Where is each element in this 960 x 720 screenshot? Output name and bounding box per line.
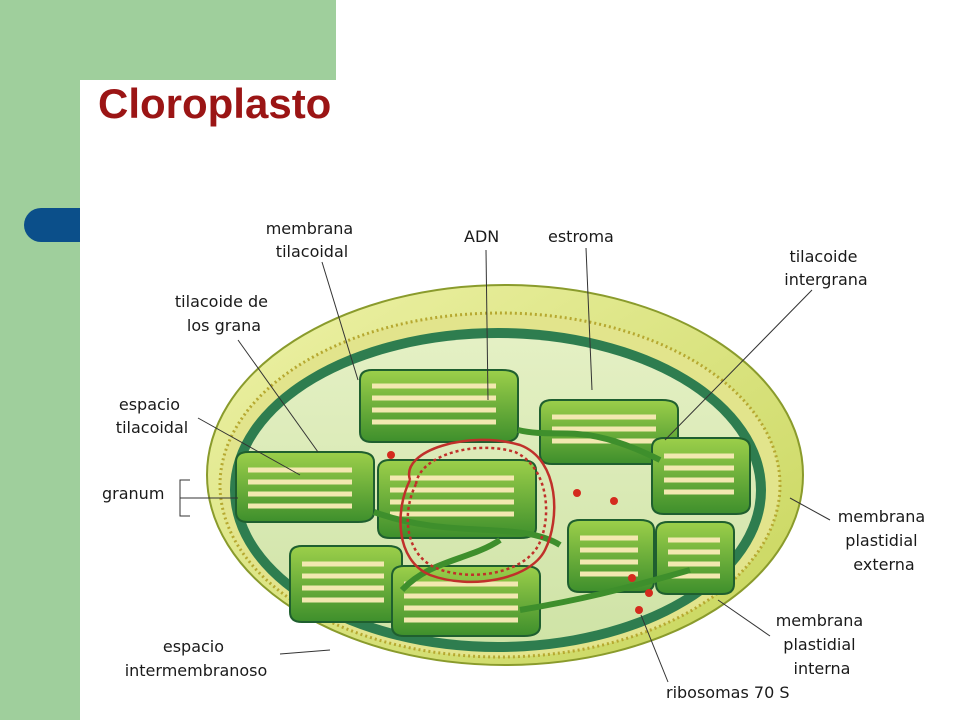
ribosomes (387, 451, 653, 614)
granum-stack (567, 519, 655, 593)
label-adn: ADN (464, 227, 499, 246)
label-estroma: estroma (548, 227, 614, 246)
label-membrana-tilacoidal: membrana tilacoidal (266, 219, 359, 261)
leader-lines (179, 247, 831, 683)
granum-stack (235, 451, 375, 523)
label-espacio-tilacoidal: espacio tilacoidal (116, 395, 188, 437)
side-band (0, 0, 80, 720)
label-membrana-interna: membrana plastidial interna (776, 611, 869, 678)
label-membrana-externa: membrana plastidial externa (838, 507, 931, 574)
granum-stack (289, 545, 403, 623)
label-tilacoide-grana: tilacoide de los grana (175, 292, 273, 335)
granum-stack (655, 521, 735, 595)
grana (235, 369, 751, 637)
top-band (80, 0, 336, 80)
granum-stack (359, 369, 519, 443)
slide-title: Cloroplasto (98, 80, 332, 127)
granum-stack (651, 437, 751, 515)
label-ribosomas: ribosomas 70 S (666, 683, 790, 702)
label-espacio-intermembranoso: espacio intermembranoso (125, 637, 268, 680)
label-granum: granum (102, 484, 164, 503)
label-tilacoide-intergrana: tilacoide intergrana (784, 247, 867, 289)
accent-tab (24, 208, 80, 242)
granum-stack (377, 459, 537, 539)
granum-stack (391, 565, 541, 637)
dna (399, 438, 556, 584)
